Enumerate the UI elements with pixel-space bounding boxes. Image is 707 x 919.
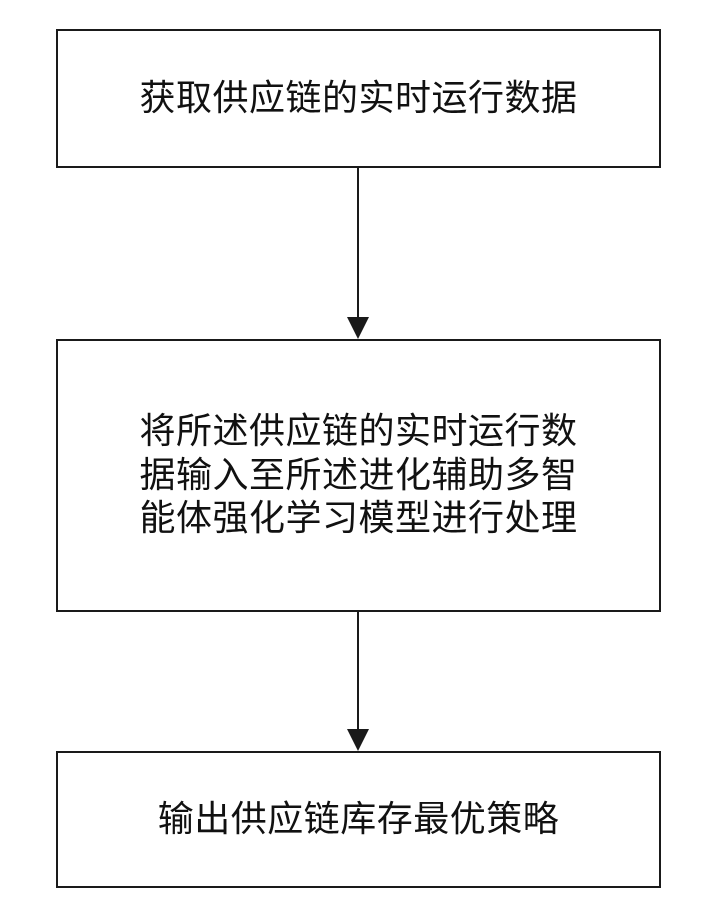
arrow-step-2-to-3	[347, 612, 369, 751]
arrow-head-2	[347, 729, 369, 751]
arrow-step-1-to-2	[347, 168, 369, 339]
arrow-head-1	[347, 317, 369, 339]
